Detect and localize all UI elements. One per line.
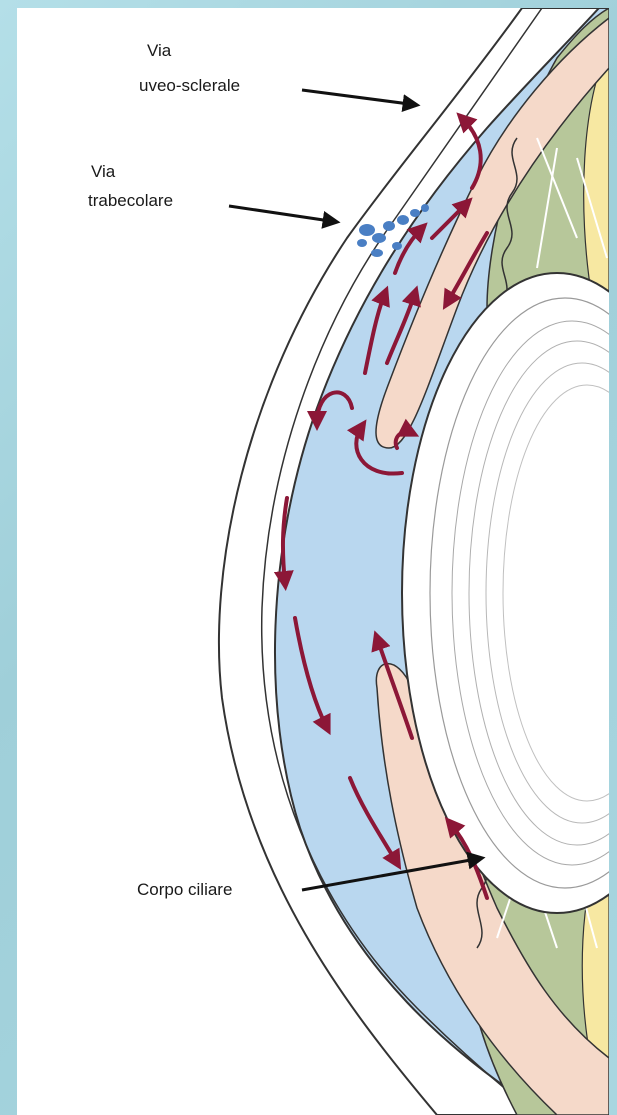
label-trabecolare: trabecolare	[88, 190, 173, 211]
label-via-trab-line1: Via	[91, 161, 115, 182]
pointer-uveo-sclerale	[302, 90, 417, 105]
pointer-trabecolare	[229, 206, 337, 222]
figure-panel: Via uveo-sclerale Via trabecolare Corpo …	[17, 8, 609, 1115]
label-uveo-sclerale: uveo-sclerale	[139, 75, 240, 96]
label-corpo-ciliare: Corpo ciliare	[137, 879, 232, 900]
label-via-uveo-line1: Via	[147, 40, 171, 61]
